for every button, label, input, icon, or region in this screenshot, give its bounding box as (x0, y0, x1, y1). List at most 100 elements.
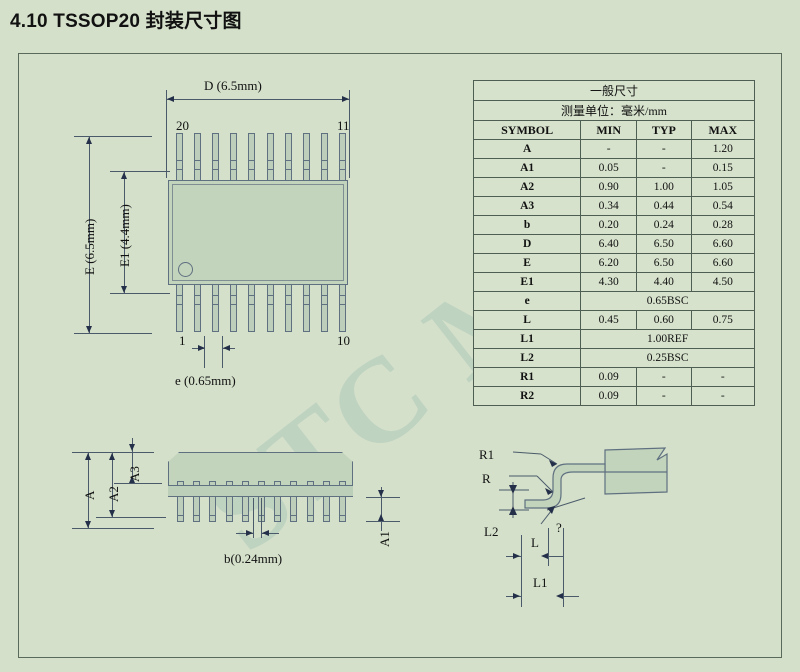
lead-side-foot (274, 515, 282, 522)
pin-bottom (302, 284, 310, 332)
column-header-symbol: SYMBOL (472, 120, 582, 140)
l1-arrow-right (556, 592, 563, 599)
lead-side-foot (177, 515, 184, 522)
pin-top (320, 133, 328, 181)
a-extension-bottom (72, 528, 154, 529)
dim-label-A: A (82, 490, 97, 500)
e1-dimension-line (124, 171, 125, 294)
b-arrow-right (262, 529, 269, 536)
pin-top (248, 133, 256, 181)
dim-label-A1: A1 (377, 531, 392, 547)
pin-top-shoulder (338, 160, 346, 170)
b-extension-left (253, 498, 254, 538)
cell-min: 0.09 (580, 367, 638, 387)
column-header-min: MIN (580, 120, 638, 140)
r-arrow (545, 488, 553, 495)
l1-extension-right (563, 528, 564, 607)
a2-extension-bottom (96, 517, 166, 518)
pin-top (194, 133, 202, 181)
pin-top (212, 133, 220, 181)
pin-top (230, 133, 238, 181)
a-dimension-line (88, 452, 89, 529)
cell-typ: 0.60 (636, 310, 692, 330)
l-extension-left (521, 535, 522, 607)
pin-bottom (320, 284, 328, 332)
angle-arrow (547, 506, 555, 514)
lead-side-foot (193, 515, 201, 522)
l1-line-right (563, 596, 579, 597)
l2-arrow-bottom (509, 506, 517, 515)
d-extension-right (349, 90, 350, 178)
pin-top-shoulder (194, 160, 202, 170)
cell-symbol: b (472, 215, 582, 235)
lead-detail-body-shape (604, 447, 668, 495)
e-pitch-extension-right (222, 336, 223, 368)
cell-typ: - (636, 367, 692, 387)
l1-arrow-left (513, 592, 520, 599)
pin1-indicator-dot (178, 262, 193, 277)
cell-max: 0.15 (690, 158, 756, 178)
r1-leader-line-2 (540, 453, 558, 465)
pin-bottom-shoulder (194, 295, 202, 305)
pin-bottom (212, 284, 220, 332)
d-dimension-line (166, 99, 350, 100)
b-line-left (236, 533, 254, 534)
lead-side-foot (306, 515, 314, 522)
pin-bottom-shoulder (320, 295, 328, 305)
table-title-cell: 一般尺寸 (473, 80, 755, 101)
cell-max: - (690, 367, 756, 387)
a-arrow-bottom (84, 521, 91, 528)
dim-label-e: e (0.65mm) (175, 373, 236, 388)
cell-max: 6.60 (690, 234, 756, 254)
pin-bottom (284, 284, 292, 332)
cell-min: 6.40 (580, 234, 638, 254)
cell-symbol: E (472, 253, 582, 273)
column-header-max: MAX (690, 120, 756, 140)
pin-top-shoulder (266, 160, 274, 170)
pin-top-shoulder (212, 160, 220, 170)
a1-extension-top (366, 497, 400, 498)
cell-value-span: 0.25BSC (580, 348, 755, 368)
cell-symbol: R2 (472, 386, 582, 406)
lead-detail-svg (499, 447, 668, 525)
d-arrow-left (167, 95, 174, 102)
pin-bottom-shoulder (266, 295, 274, 305)
column-header-typ: TYP (636, 120, 692, 140)
pin-bottom (194, 284, 202, 332)
cell-min: 0.90 (580, 177, 638, 197)
cell-typ: - (636, 158, 692, 178)
cell-symbol: R1 (472, 367, 582, 387)
d-arrow-right (342, 95, 349, 102)
dimension-table: 一般尺寸 测量单位：毫米/mm SYMBOL MIN TYP MAX A--1.… (472, 80, 756, 406)
table-row: A--1.20 (472, 139, 756, 159)
cell-max: 0.28 (690, 215, 756, 235)
lead-side-foot (209, 515, 217, 522)
a1-arrow-top (377, 490, 384, 497)
a3-arrow-top (128, 444, 135, 451)
package-body-top-view (168, 180, 348, 285)
lead-side-foot (225, 515, 233, 522)
cell-symbol: A3 (472, 196, 582, 216)
table-units-row: 测量单位：毫米/mm (473, 100, 755, 121)
lead-side-foot (322, 515, 330, 522)
pin-top (284, 133, 292, 181)
table-units-cell: 测量单位：毫米/mm (473, 100, 755, 121)
cell-min: 0.09 (580, 386, 638, 406)
cell-max: - (690, 386, 756, 406)
r1-arrow (549, 460, 557, 467)
b-arrow-left (246, 529, 253, 536)
pin-top-shoulder (284, 160, 292, 170)
pin-bottom-shoulder (284, 295, 292, 305)
b-extension-right (261, 498, 262, 538)
l-extension-right (548, 528, 549, 566)
pin-bottom-shoulder (176, 295, 183, 305)
cell-symbol: L (472, 310, 582, 330)
pin-label-11: 11 (337, 118, 350, 133)
table-column-header-row: SYMBOL MIN TYP MAX (472, 120, 756, 140)
r-leader-line-2 (536, 475, 554, 493)
